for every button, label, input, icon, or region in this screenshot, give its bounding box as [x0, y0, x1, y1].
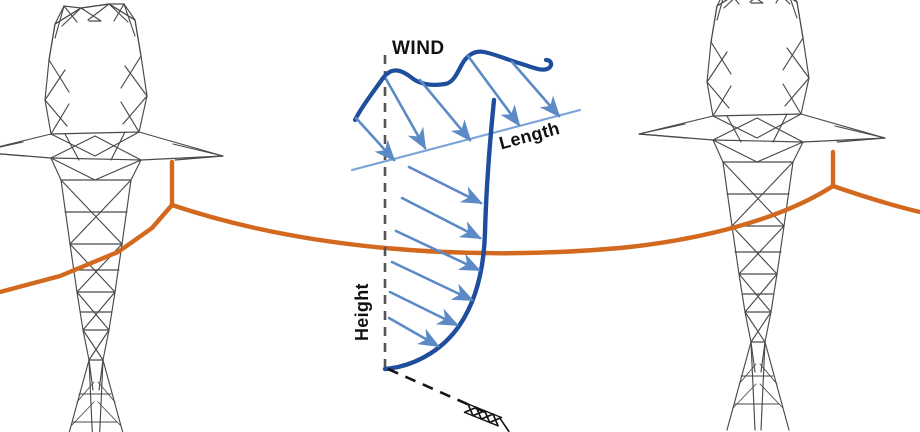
wind-velocity-profile-curve	[382, 97, 497, 372]
left-tower	[0, 3, 224, 432]
wind-arrows-lower	[387, 165, 483, 348]
wind-arrows-upper	[354, 54, 561, 162]
gust-crest-curve	[352, 49, 554, 123]
conductor-catenary	[0, 149, 920, 295]
right-tower	[638, 0, 886, 431]
mini-lattice-marker	[463, 403, 514, 432]
